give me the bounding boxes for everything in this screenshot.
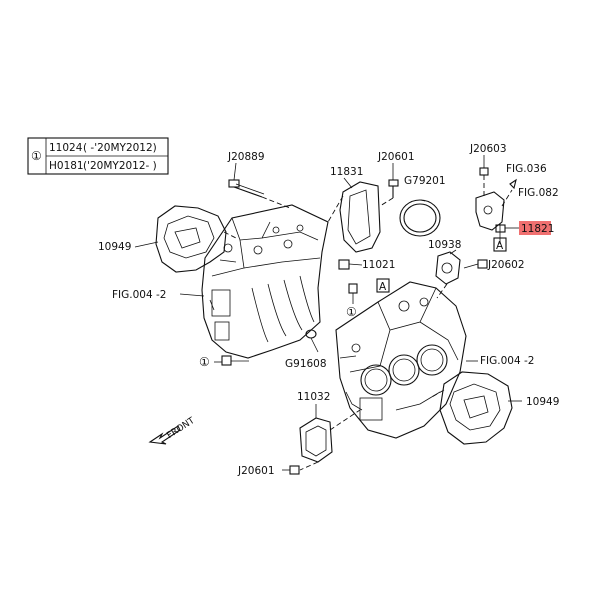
stud-j20601-bottom <box>282 465 300 475</box>
label-11032: 11032 <box>297 391 330 403</box>
bracket-11821 <box>475 167 519 244</box>
legend-row-1-part: 11024 <box>49 142 83 154</box>
label-fig004-right: FIG.004 -2 <box>480 355 534 367</box>
nut-11021 <box>338 259 363 270</box>
dowel-mid <box>348 283 358 304</box>
left-baffle-10949 <box>155 205 237 273</box>
stud-j20602 <box>463 259 488 269</box>
label-j20601-bottom: J20601 <box>237 465 275 477</box>
o-ring-g91608 <box>305 329 319 353</box>
legend-row-2-range: ('20MY2012- ) <box>83 160 157 172</box>
plate-11032 <box>299 404 361 471</box>
legend-circle-marker: ① <box>31 149 42 163</box>
front-arrow <box>148 425 181 445</box>
legend-box: ① 11024 ( -'20MY2012) H0181 ('20MY2012- … <box>27 137 169 175</box>
label-11021: 11021 <box>362 259 395 271</box>
label-fig036: FIG.036 <box>506 163 547 175</box>
ref-box-a-right: A <box>496 240 504 252</box>
dowel-lower <box>214 355 232 366</box>
part-highlight <box>519 221 551 235</box>
oil-seal-g79201 <box>399 199 441 237</box>
circle-marker-mid: ① <box>346 305 357 319</box>
leader-lines <box>134 155 522 402</box>
bolt-j20889 <box>228 179 291 209</box>
label-11821: 11821 <box>521 223 554 235</box>
legend-row-1-range: ( -'20MY2012) <box>83 142 157 154</box>
ref-box-a-center-frame <box>376 278 390 293</box>
label-fig004-left: FIG.004 -2 <box>112 289 166 301</box>
right-baffle-10949 <box>429 371 513 445</box>
label-10938: 10938 <box>428 239 461 251</box>
ref-box-a-right-frame <box>493 237 507 252</box>
label-j20889: J20889 <box>227 151 265 163</box>
stud-j20601-top <box>379 179 399 207</box>
label-fig082: FIG.082 <box>518 187 559 199</box>
label-11831: 11831 <box>330 166 363 178</box>
left-block-half <box>201 204 329 359</box>
label-10949-left: 10949 <box>98 241 131 253</box>
label-j20602: J20602 <box>487 259 525 271</box>
legend-row-2-part: H0181 <box>49 160 84 172</box>
label-g91608: G91608 <box>285 358 327 370</box>
cover-11831 <box>327 181 381 253</box>
label-front: FRONT <box>165 416 197 441</box>
label-j20601-top: J20601 <box>377 151 415 163</box>
label-j20603: J20603 <box>469 143 507 155</box>
sensor-10938 <box>435 251 461 299</box>
circle-marker-lower: ① <box>199 355 210 369</box>
label-g79201: G79201 <box>404 175 446 187</box>
ref-box-a-center: A <box>379 281 387 293</box>
label-10949-right: 10949 <box>526 396 559 408</box>
right-block-half <box>335 281 467 439</box>
